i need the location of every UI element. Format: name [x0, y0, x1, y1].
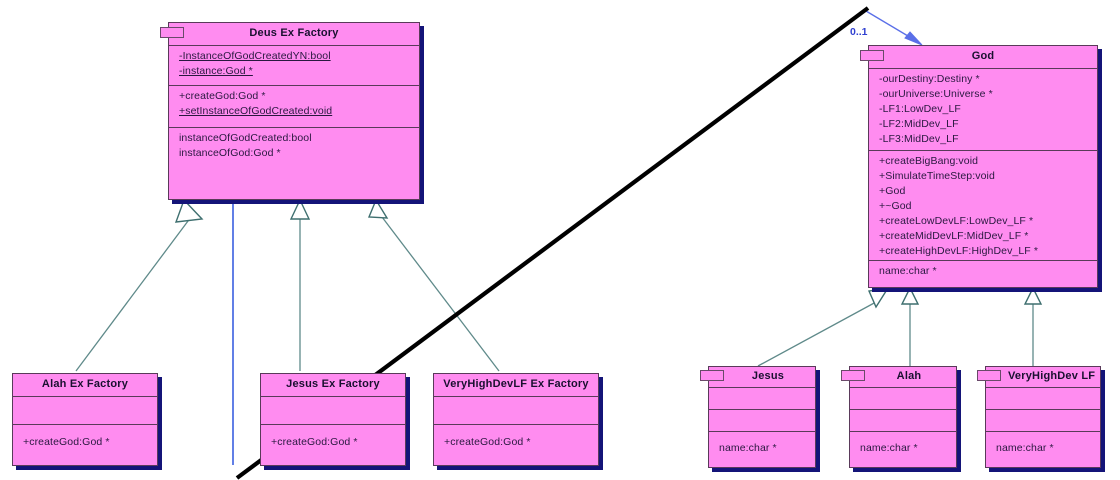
properties-compartment: name:char *	[709, 431, 815, 467]
operations-compartment: +createBigBang:void +SimulateTimeStep:vo…	[869, 150, 1097, 260]
class-member: +createGod:God *	[444, 436, 531, 448]
class-box-jesus-ex-factory[interactable]: Jesus Ex Factory +createGod:God *	[260, 373, 406, 466]
attributes-compartment	[261, 396, 405, 424]
class-member: name:char *	[860, 442, 918, 454]
class-title: VeryHighDev LF	[1008, 370, 1096, 382]
class-member: name:char *	[719, 442, 777, 454]
class-member: +createGod:God *	[23, 436, 110, 448]
properties-compartment: name:char *	[986, 431, 1100, 467]
generalization-alah-factory-to-deus[interactable]	[75, 198, 204, 372]
class-title: Deus Ex Factory	[249, 27, 339, 39]
class-member: +setInstanceOfGodCreated:void	[179, 105, 333, 117]
class-member: instanceOfGodCreated:bool	[179, 132, 312, 144]
class-member: +createMidDevLF:MidDev_LF *	[879, 230, 1029, 242]
operations-compartment: +createGod:God * +setInstanceOfGodCreate…	[169, 85, 419, 127]
class-box-veryhighdevlf-ex-factory[interactable]: VeryHighDevLF Ex Factory +createGod:God …	[433, 373, 599, 466]
association-multiplicity-label: 0..1	[850, 26, 868, 38]
class-member: instanceOfGod:God *	[179, 147, 281, 159]
class-title: Alah	[896, 370, 922, 382]
class-tab-icon	[700, 370, 724, 381]
attributes-compartment	[13, 396, 157, 424]
class-tab-icon	[160, 27, 184, 38]
properties-compartment: instanceOfGodCreated:bool instanceOfGod:…	[169, 127, 419, 200]
attributes-compartment	[850, 387, 956, 409]
class-member: +~God	[879, 200, 912, 212]
class-member: -ourDestiny:Destiny *	[879, 73, 980, 85]
class-member: -LF2:MidDev_LF	[879, 118, 959, 130]
class-title: Jesus Ex Factory	[286, 378, 380, 390]
class-tab-icon	[841, 370, 865, 381]
class-member: +createBigBang:void	[879, 155, 979, 167]
class-member: -InstanceOfGodCreatedYN:bool	[179, 50, 331, 62]
class-member: -LF3:MidDev_LF	[879, 133, 959, 145]
class-box-alah-ex-factory[interactable]: Alah Ex Factory +createGod:God *	[12, 373, 158, 466]
operations-compartment: +createGod:God *	[434, 424, 598, 466]
properties-compartment: name:char *	[869, 260, 1097, 288]
class-member: name:char *	[996, 442, 1054, 454]
class-member: -ourUniverse:Universe *	[879, 88, 993, 100]
class-member: +God	[879, 185, 906, 197]
operations-compartment	[986, 409, 1100, 431]
class-member: +createGod:God *	[271, 436, 358, 448]
class-box-god[interactable]: God -ourDestiny:Destiny * -ourUniverse:U…	[860, 45, 1098, 288]
class-box-deus-ex-factory[interactable]: Deus Ex Factory -InstanceOfGodCreatedYN:…	[160, 22, 420, 200]
class-title: Jesus	[751, 370, 785, 382]
class-box-alah[interactable]: Alah name:char *	[841, 366, 957, 468]
operations-compartment	[709, 409, 815, 431]
attributes-compartment: -ourDestiny:Destiny * -ourUniverse:Unive…	[869, 68, 1097, 150]
class-member: +createGod:God *	[179, 90, 266, 102]
attributes-compartment	[986, 387, 1100, 409]
class-box-veryhighdev-lf[interactable]: VeryHighDev LF name:char *	[977, 366, 1101, 468]
attributes-compartment	[709, 387, 815, 409]
class-tab-icon	[860, 50, 884, 61]
class-title: Alah Ex Factory	[41, 378, 129, 390]
class-member: name:char *	[879, 265, 937, 277]
class-member: +createHighDevLF:HighDev_LF *	[879, 245, 1039, 257]
class-title: VeryHighDevLF Ex Factory	[443, 378, 589, 390]
class-tab-icon	[977, 370, 1001, 381]
attributes-compartment	[434, 396, 598, 424]
class-title: God	[971, 50, 995, 62]
class-box-jesus[interactable]: Jesus name:char *	[700, 366, 816, 468]
generalization-jesus-factory-to-deus[interactable]	[289, 198, 311, 371]
class-member: -LF1:LowDev_LF	[879, 103, 961, 115]
attributes-compartment: -InstanceOfGodCreatedYN:bool -instance:G…	[169, 45, 419, 85]
generalization-alah-to-god[interactable]	[900, 286, 920, 366]
generalization-veryhigh-to-god[interactable]	[1023, 286, 1043, 366]
class-member: -instance:God *	[179, 65, 253, 77]
operations-compartment: +createGod:God *	[261, 424, 405, 466]
properties-compartment: name:char *	[850, 431, 956, 467]
generalization-veryhigh-factory-to-deus[interactable]	[367, 198, 500, 372]
class-member: +SimulateTimeStep:void	[879, 170, 995, 182]
operations-compartment: +createGod:God *	[13, 424, 157, 466]
operations-compartment	[850, 409, 956, 431]
generalization-jesus-to-god[interactable]	[757, 287, 890, 367]
class-member: +createLowDevLF:LowDev_LF *	[879, 215, 1034, 227]
